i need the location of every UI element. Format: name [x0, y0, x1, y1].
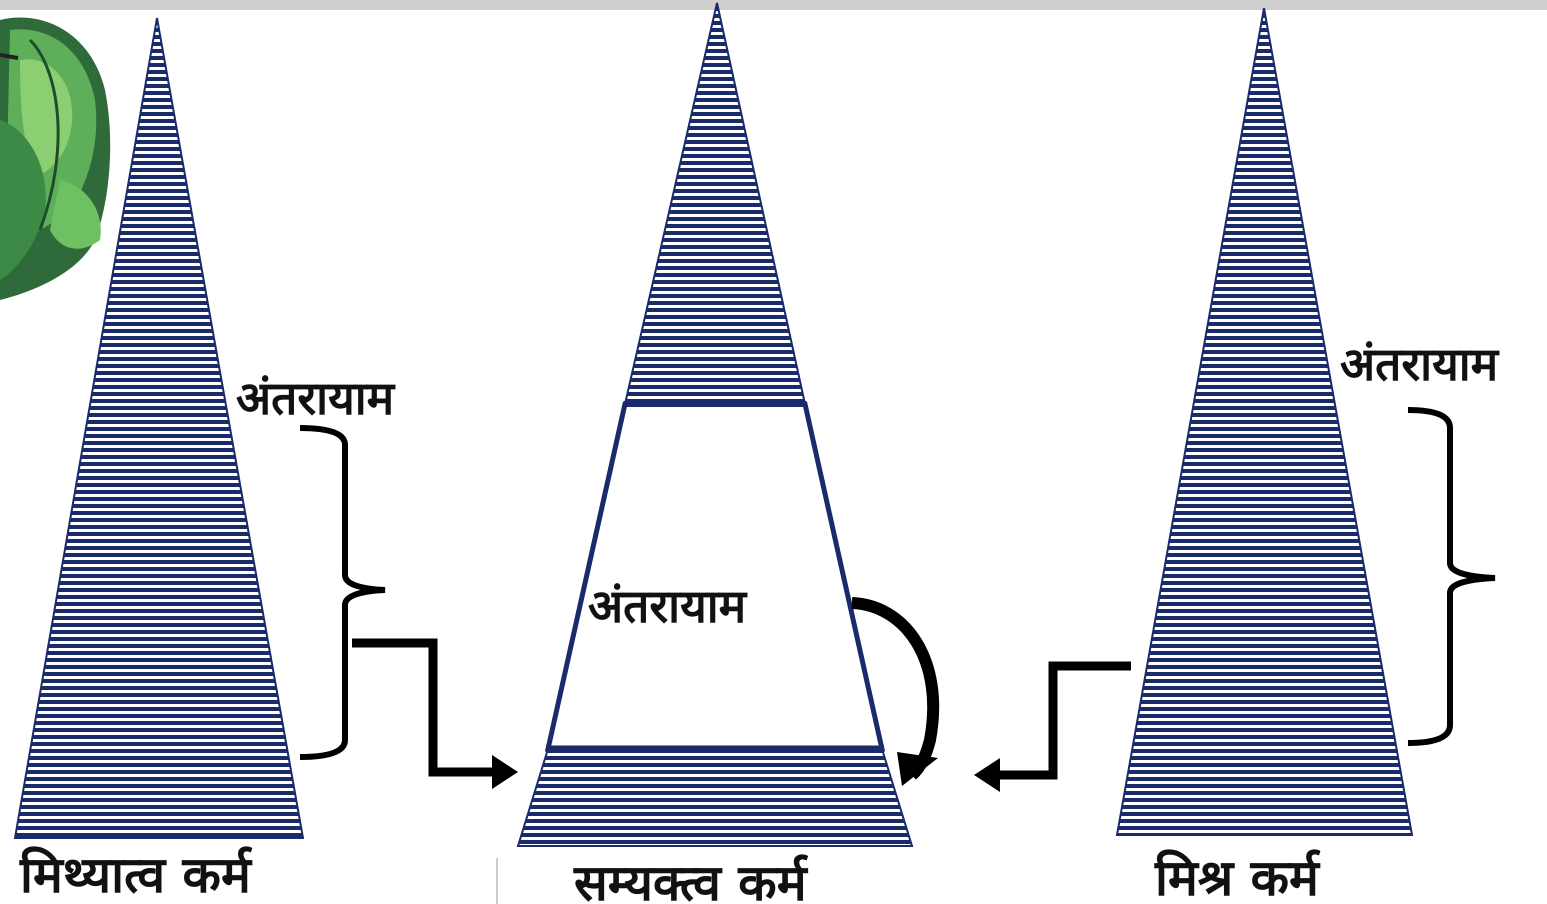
right-interval-bracket: [1407, 407, 1496, 746]
center-curved-arrowhead: [897, 752, 938, 786]
samyaktva-cone-top: [623, 2, 807, 405]
mishra-label: मिश्र कर्म: [1154, 849, 1321, 904]
right-interval-label: अंतरायाम: [1340, 337, 1500, 391]
mishra-cone: [1115, 7, 1414, 836]
leaf-vine-decoration: [0, 17, 111, 301]
left-arrowhead: [492, 755, 518, 789]
left-to-center-arrow: [352, 638, 492, 777]
right-arrowhead: [974, 758, 1000, 792]
left-interval-label: अंतरायाम: [236, 371, 396, 425]
center-interval-label: अंतरायाम: [588, 579, 748, 633]
left-interval-bracket: [299, 425, 386, 760]
right-to-center-arrow: [1000, 661, 1131, 780]
mithyatva-cone: [13, 17, 305, 839]
samyaktva-label: सम्यक्त्व कर्म: [573, 854, 809, 904]
top-shadow-band: [0, 0, 1547, 10]
samyaktva-interval-band: [544, 401, 886, 752]
mithyatva-label: मिथ्यात्व कर्म: [19, 846, 253, 904]
samyaktva-cone-base: [516, 748, 914, 847]
